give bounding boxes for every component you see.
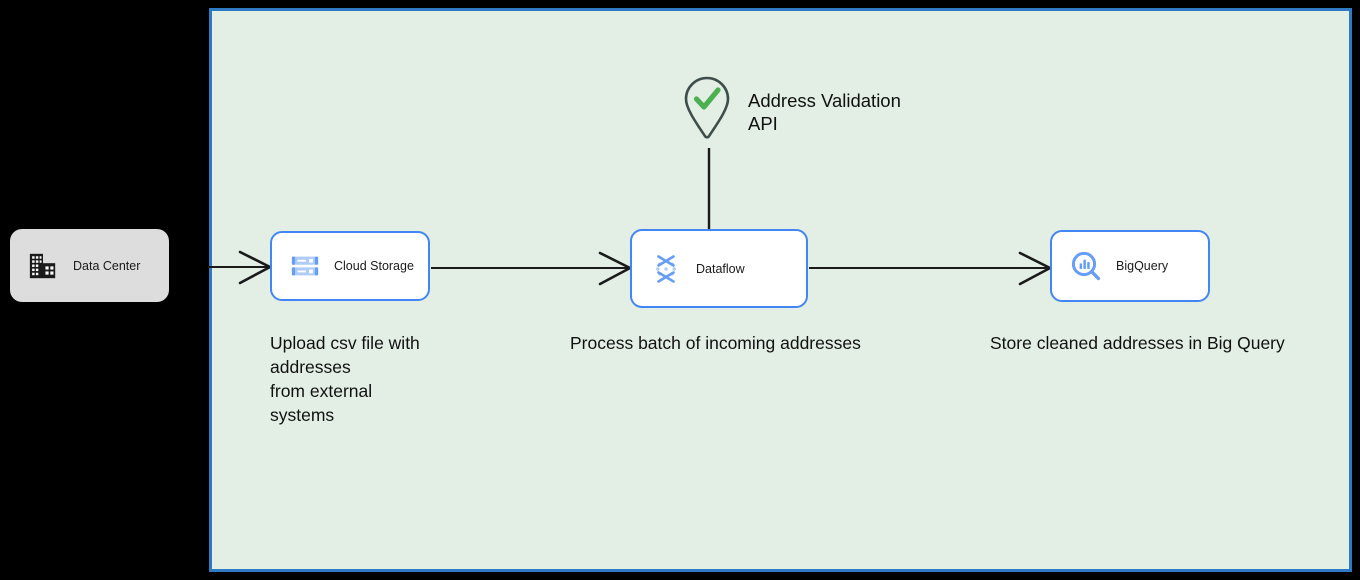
address-validation-api-label: Address Validation API (748, 90, 901, 134)
node-cloud-storage[interactable]: Cloud Storage (270, 231, 430, 301)
node-cloud-storage-label: Cloud Storage (334, 259, 414, 273)
map-pin-check-icon (684, 76, 730, 139)
node-bigquery-label: BigQuery (1116, 259, 1169, 273)
cloud-storage-icon (291, 256, 319, 276)
address-validation-api-marker[interactable] (684, 76, 730, 140)
bigquery-icon (1071, 251, 1101, 281)
caption-store-addresses: Store cleaned addresses in Big Query (990, 333, 1285, 353)
data-center-icon (29, 253, 56, 278)
node-dataflow-label: Dataflow (696, 261, 745, 276)
node-bigquery[interactable]: BigQuery (1050, 230, 1210, 302)
node-dataflow[interactable]: Dataflow (630, 229, 808, 308)
caption-process-batch: Process batch of incoming addresses (570, 333, 861, 353)
node-data-center-label: Data Center (73, 258, 141, 273)
node-data-center[interactable]: Data Center (10, 229, 169, 302)
caption-upload-csv: Upload csv file with addresses from exte… (270, 333, 420, 425)
dataflow-icon (656, 254, 676, 283)
